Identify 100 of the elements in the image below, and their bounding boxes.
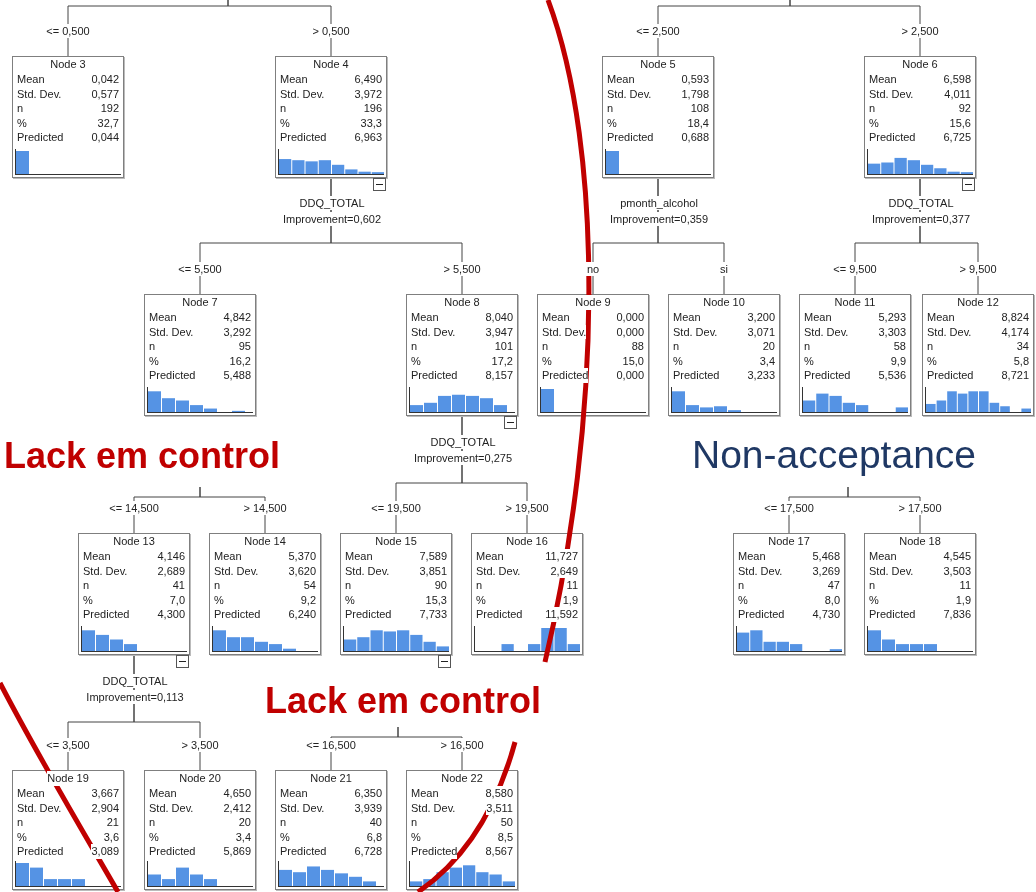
split-info: DDQ_TOTAL <box>429 435 497 449</box>
stat-value: 3,667 <box>91 786 119 801</box>
split-info: Improvement=0,275 <box>412 451 514 465</box>
edge-label: no <box>585 262 601 276</box>
stat-value: 4,146 <box>157 549 185 564</box>
tree-node-box <box>209 533 321 655</box>
tree-node-box <box>144 770 256 890</box>
node-title: Node 19 <box>47 771 89 786</box>
stat-value: 0,044 <box>91 130 119 145</box>
stat-name: Predicted <box>411 844 458 859</box>
tree-node-box <box>275 56 387 178</box>
stat-value: 11,592 <box>545 607 578 622</box>
tree-node-box <box>922 294 1034 416</box>
tree-node-box <box>340 533 452 655</box>
edge-label: > 0,500 <box>311 24 351 38</box>
stat-value: 5,869 <box>223 844 251 859</box>
stat-value: 8,157 <box>485 368 513 383</box>
tree-node-box <box>864 533 976 655</box>
tree-branch-line <box>227 0 332 57</box>
edge-label: > 14,500 <box>242 501 288 515</box>
tree-node-box <box>602 56 714 178</box>
stat-name: Std. Dev. <box>542 324 587 340</box>
stat-value: 4,842 <box>223 310 251 325</box>
stat-value: 6,963 <box>354 130 382 145</box>
tree-node-box <box>864 56 976 178</box>
annotation-text: Lack em control <box>265 681 542 721</box>
split-info: DDQ_TOTAL <box>887 196 955 210</box>
stat-value: 0,688 <box>681 130 709 145</box>
stat-value: 4,730 <box>812 607 840 622</box>
tree-node-box <box>12 770 124 890</box>
edge-label: si <box>719 262 729 276</box>
edge-label: > 19,500 <box>504 501 550 515</box>
node-title: Node 9 <box>575 295 611 310</box>
stat-value: 4,545 <box>943 549 971 564</box>
edge-label: <= 14,500 <box>108 501 160 515</box>
tree-node-box <box>78 533 190 655</box>
annotation-text: Non-acceptance <box>692 434 976 477</box>
stat-value: 4,300 <box>157 607 185 622</box>
stat-value: 3,200 <box>747 310 775 325</box>
stat-value: 7,589 <box>419 549 447 564</box>
stat-value: 7,836 <box>943 607 971 622</box>
tree-node-box <box>12 56 124 178</box>
split-info: pmonth_alcohol <box>619 196 699 210</box>
edge-label: > 9,500 <box>958 262 998 276</box>
stat-value: 6,598 <box>943 72 971 87</box>
stat-value: 0,042 <box>91 72 119 87</box>
stat-value: 6,725 <box>943 130 971 145</box>
tree-branch-line <box>847 486 921 534</box>
stat-value: 0,593 <box>681 72 709 87</box>
split-info: Improvement=0,359 <box>608 212 710 226</box>
stat-value: 8,580 <box>485 786 513 801</box>
stat-value: 7,733 <box>419 607 447 622</box>
tree-node-box <box>733 533 845 655</box>
tree-branch-line <box>789 0 921 57</box>
edge-label: > 16,500 <box>439 738 485 752</box>
edge-label: <= 3,500 <box>45 738 91 752</box>
edge-label: <= 19,500 <box>370 501 422 515</box>
edge-label: > 3,500 <box>180 738 220 752</box>
stat-value: 4,650 <box>223 786 251 801</box>
stat-value: 8,721 <box>1001 368 1029 383</box>
split-info: DDQ_TOTAL <box>298 196 366 210</box>
tree-node-box <box>668 294 780 416</box>
stat-value: 6,350 <box>354 786 382 801</box>
stat-value: 8,567 <box>485 844 513 859</box>
tree-node-box <box>799 294 911 416</box>
tree-node-box <box>537 294 649 416</box>
tree-node-box <box>275 770 387 890</box>
stat-value: 3,089 <box>91 844 119 859</box>
stat-value: 5,536 <box>878 368 906 383</box>
stat-value: 8,040 <box>485 310 513 325</box>
edge-label: <= 17,500 <box>763 501 815 515</box>
stat-value: 8,824 <box>1001 310 1029 325</box>
stat-value: 5,293 <box>878 310 906 325</box>
tree-node-box <box>406 770 518 890</box>
edge-label: <= 5,500 <box>177 262 223 276</box>
tree-node-box <box>144 294 256 416</box>
stat-value: 5,468 <box>812 549 840 564</box>
edge-label: > 5,500 <box>442 262 482 276</box>
stat-value: 5,488 <box>223 368 251 383</box>
split-info: Improvement=0,602 <box>281 212 383 226</box>
edge-label: <= 16,500 <box>305 738 357 752</box>
stat-value: 0,000 <box>616 310 644 325</box>
tree-node-box <box>471 533 583 655</box>
stat-value: 6,240 <box>288 607 316 622</box>
edge-label: <= 0,500 <box>45 24 91 38</box>
annotation-text: Lack em control <box>4 436 281 476</box>
stat-value: 3,233 <box>747 368 775 383</box>
stat-name: Predicted <box>542 368 589 383</box>
edge-label: > 2,500 <box>900 24 940 38</box>
stat-value: 0,000 <box>616 368 644 383</box>
split-info: Improvement=0,113 <box>85 690 185 704</box>
stat-value: 6,490 <box>354 72 382 87</box>
edge-label: <= 9,500 <box>832 262 878 276</box>
split-info: Improvement=0,377 <box>870 212 972 226</box>
edge-label: <= 2,500 <box>635 24 681 38</box>
stat-value: 5,370 <box>288 549 316 564</box>
stat-value: 6,728 <box>354 844 382 859</box>
edge-label: > 17,500 <box>897 501 943 515</box>
stat-value: 11,727 <box>545 549 578 564</box>
split-info: DDQ_TOTAL <box>101 674 169 688</box>
